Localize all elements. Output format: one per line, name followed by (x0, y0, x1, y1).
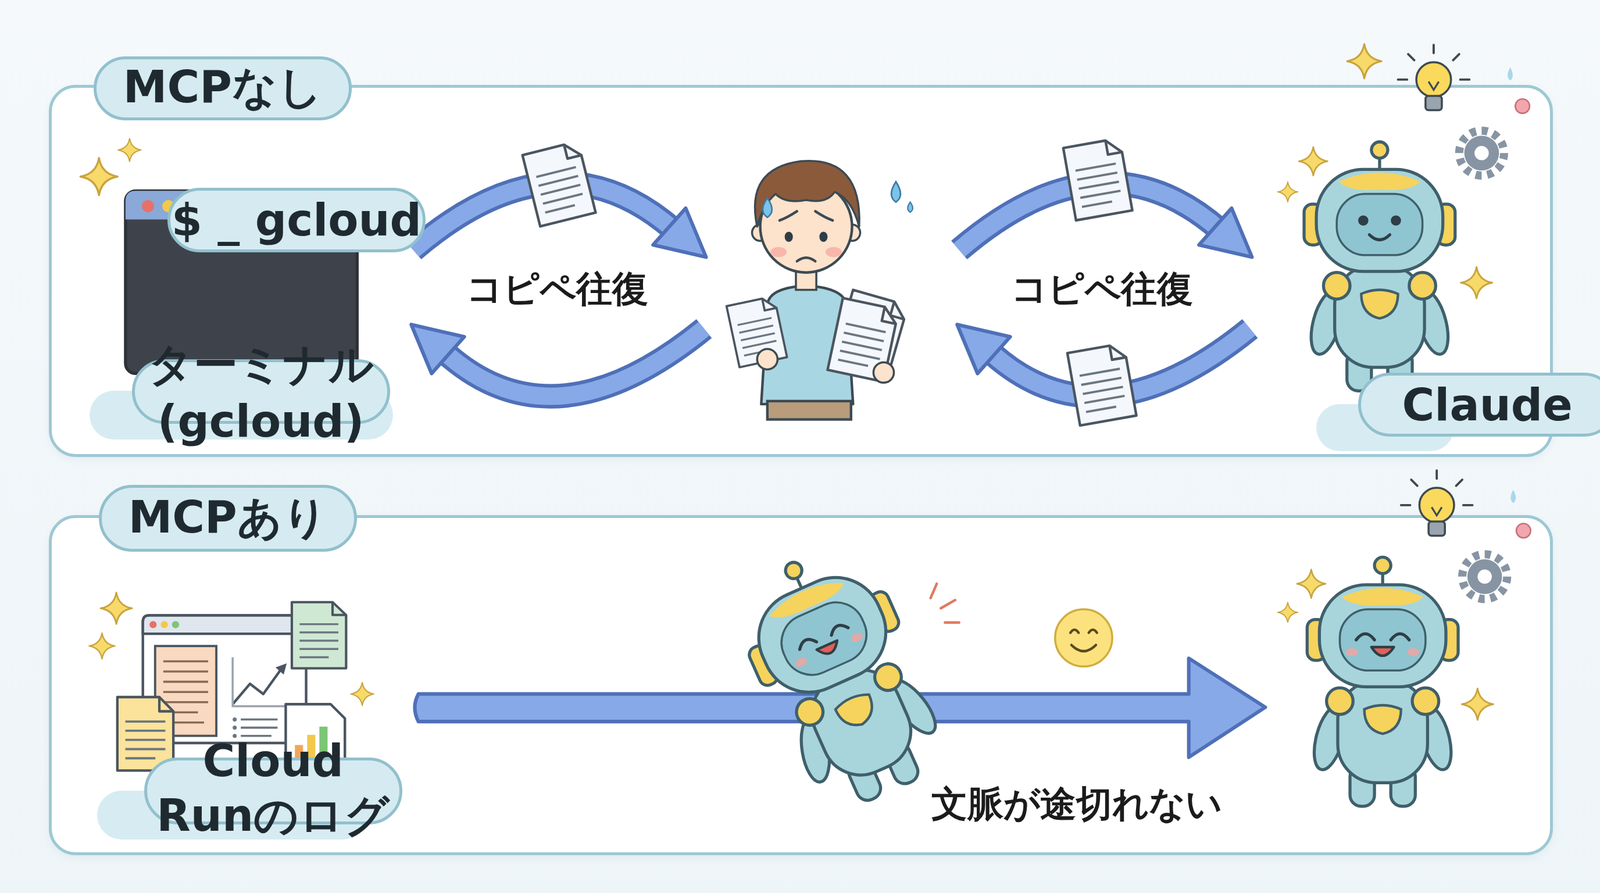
panel-tab-title: MCPなし (93, 56, 352, 121)
panel-tab-title: MCPあり (98, 484, 357, 553)
label-pill: Claude (1316, 404, 1455, 452)
node-text: ターミナル(gcloud) (131, 359, 391, 424)
label-pill: ターミナル(gcloud) (89, 390, 393, 440)
decoration (1507, 67, 1513, 81)
flow-label: 文脈が途切れない (877, 775, 1276, 833)
flow-label: コピペ往復 (989, 261, 1214, 317)
decoration (1510, 490, 1516, 504)
sparkle-symbol (1347, 44, 1382, 79)
label-pill: Cloud Runのログ (97, 790, 368, 840)
terminal-window: $ _ gcloud (125, 219, 357, 374)
node-text: $ _ gcloud (167, 187, 426, 253)
node-text: Cloud Runのログ (144, 757, 403, 825)
panel-band: MCPなし$ _ gcloudターミナル(gcloud)Claude (48, 84, 1553, 458)
flow-label: コピペ往復 (444, 261, 670, 317)
panel-band: MCPありCloud Runのログ (48, 515, 1553, 855)
node-text: Claude (1358, 372, 1600, 438)
